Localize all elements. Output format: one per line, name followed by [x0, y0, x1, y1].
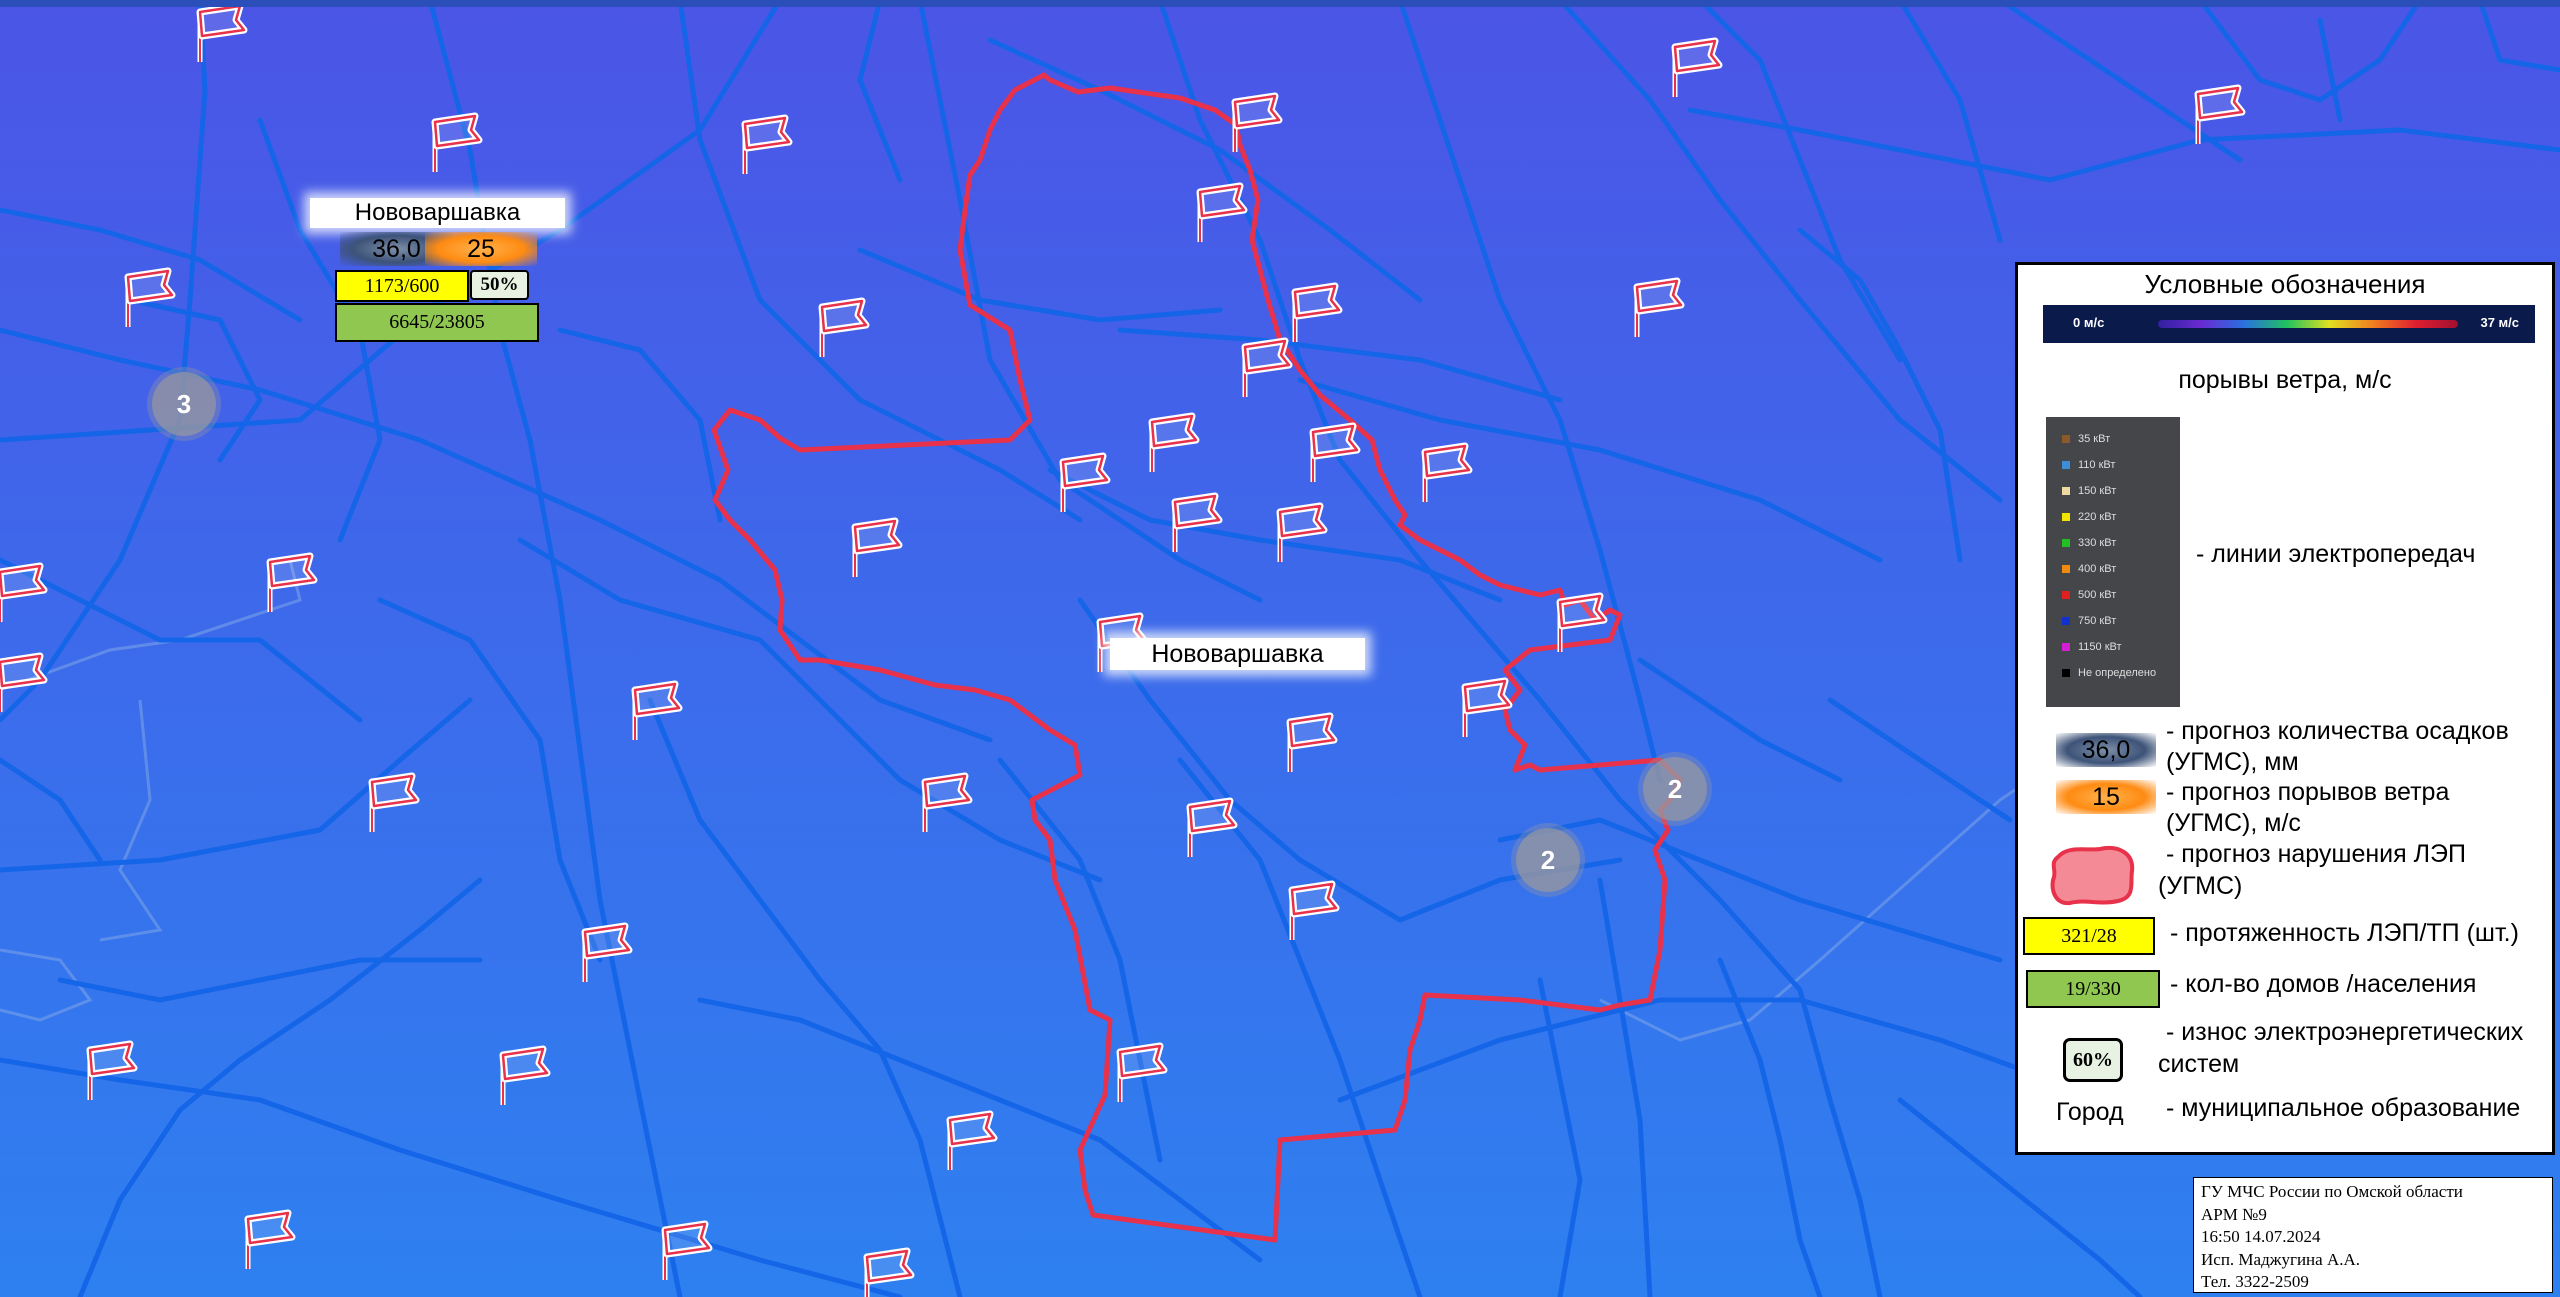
wind-scale-max: 37 м/с	[2480, 315, 2519, 330]
wear-caption-2: систем	[2158, 1050, 2240, 1078]
gust-caption-1: - прогноз порывов ветра	[2166, 778, 2450, 806]
stamp-executor: Исп. Маджугина А.А.	[2201, 1249, 2360, 1269]
authority-stamp: ГУ МЧС России по Омской области АРМ №9 1…	[2193, 1177, 2553, 1293]
wear-percentage: 50%	[470, 270, 529, 300]
gust-sample: 15	[2056, 780, 2156, 814]
stamp-phone: Тел. 3322-2509	[2201, 1272, 2309, 1291]
houses-caption: - кол-во домов /населения	[2170, 970, 2477, 998]
legend-panel: Условные обозначения 0 м/с 37 м/с порывы…	[2015, 262, 2555, 1155]
cluster-marker[interactable]: 2	[1643, 757, 1707, 821]
city-sample: Город	[2056, 1098, 2124, 1126]
damage-caption-2: (УГМС)	[2158, 872, 2243, 900]
municipality-name: Нововаршавка	[310, 198, 565, 228]
length-sample: 321/28	[2023, 917, 2155, 955]
wear-caption-1: - износ электроэнергетических	[2166, 1018, 2524, 1046]
city-caption: - муниципальное образование	[2166, 1094, 2521, 1122]
voltage-legend-panel: 35 кВт 110 кВт 150 кВт 220 кВт 330 кВт 4…	[2046, 417, 2180, 707]
legend-title: Условные обозначения	[2144, 269, 2426, 299]
damage-forecast-boundary	[711, 72, 1683, 1243]
city-label[interactable]: Нововаршавка	[1110, 638, 1365, 670]
voltage-35: 35 кВт	[2062, 433, 2110, 455]
voltage-500: 500 кВт	[2062, 589, 2116, 611]
cluster-marker[interactable]: 2	[1516, 828, 1580, 892]
length-caption: - протяженность ЛЭП/ТП (шт.)	[2170, 919, 2519, 947]
gust-caption-2: (УГМС), м/с	[2166, 809, 2301, 837]
voltage-1150: 1150 кВт	[2062, 641, 2122, 663]
wind-scale-bar: 0 м/с 37 м/с	[2043, 305, 2535, 343]
lines-caption: - линии электропередач	[2196, 540, 2476, 568]
houses-sample: 19/330	[2026, 970, 2160, 1008]
stamp-datetime: 16:50 14.07.2024	[2201, 1227, 2321, 1246]
line-tp-length: 1173/600	[335, 270, 469, 302]
precip-caption-1: - прогноз количества осадков	[2166, 717, 2509, 745]
damage-area-icon	[2050, 846, 2135, 906]
wind-gust-value: 25	[425, 232, 537, 266]
stamp-workstation: АРМ №9	[2201, 1204, 2267, 1224]
voltage-400: 400 кВт	[2062, 563, 2116, 585]
wear-sample: 60%	[2063, 1038, 2123, 1082]
voltage-110: 110 кВт	[2062, 459, 2115, 481]
top-bar	[0, 0, 2560, 7]
voltage-undefined: Не определено	[2062, 667, 2156, 689]
precip-caption-2: (УГМС), мм	[2166, 748, 2299, 776]
precip-sample: 36,0	[2056, 733, 2156, 767]
houses-population: 6645/23805	[335, 303, 539, 342]
voltage-750: 750 кВт	[2062, 615, 2116, 637]
wind-caption: порывы ветра, м/с	[2178, 366, 2392, 394]
voltage-220: 220 кВт	[2062, 511, 2116, 533]
cluster-marker[interactable]: 3	[152, 372, 216, 436]
voltage-150: 150 кВт	[2062, 485, 2116, 507]
voltage-330: 330 кВт	[2062, 537, 2116, 559]
wind-scale-min: 0 м/с	[2073, 315, 2105, 330]
stamp-organization: ГУ МЧС России по Омской области	[2201, 1182, 2463, 1201]
damage-caption-1: - прогноз нарушения ЛЭП	[2166, 840, 2466, 868]
